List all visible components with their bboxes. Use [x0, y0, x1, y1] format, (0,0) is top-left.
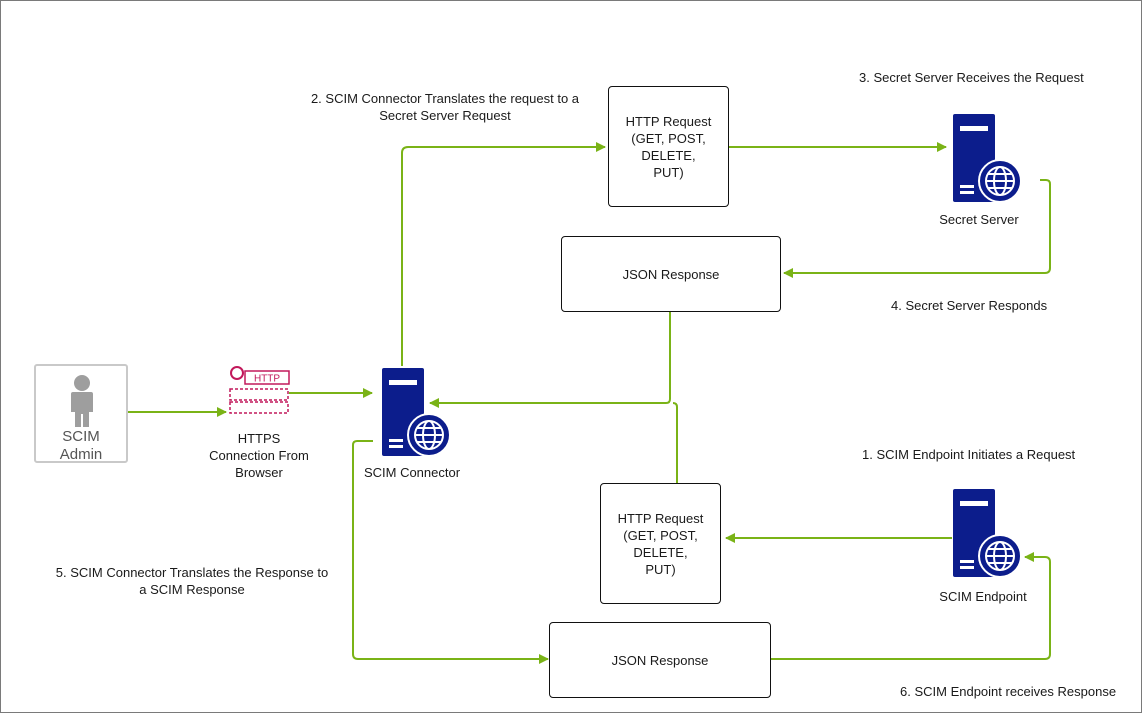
arrow-connector-to-http-request-top: [401, 142, 606, 366]
https-connection-label: HTTPS Connection From Browser: [209, 431, 309, 480]
http-request-box-top: HTTP Request (GET, POST, DELETE, PUT): [608, 86, 729, 207]
step-1-caption: 1. SCIM Endpoint Initiates a Request: [862, 447, 1076, 462]
step-3-caption: 3. Secret Server Receives the Request: [859, 70, 1084, 85]
http-request-box-bottom: HTTP Request (GET, POST, DELETE, PUT): [600, 483, 721, 604]
arrow-connector-to-json-response-bottom: [352, 440, 549, 664]
user-icon: [71, 375, 93, 427]
scim-admin-label: SCIM Admin: [59, 428, 103, 463]
step-5-caption: 5. SCIM Connector Translates the Respons…: [55, 565, 329, 597]
json-response-box-bottom: JSON Response: [549, 622, 771, 698]
json-response-top-text: JSON Response: [622, 266, 720, 282]
scim-connector-server-icon: [382, 368, 451, 457]
scim-connector-label: SCIM Connector: [363, 465, 461, 480]
json-response-bottom-text: JSON Response: [611, 652, 709, 668]
secret-server-icon: [953, 114, 1022, 203]
arrow-secret-server-to-json-response: [783, 179, 1051, 278]
http-request-top-text: HTTP Request (GET, POST, DELETE, PUT): [625, 113, 712, 180]
step-4-caption: 4. Secret Server Responds: [891, 298, 1048, 313]
arrow-http-request-bottom-to-connector: [672, 402, 678, 484]
step-2-caption: 2. SCIM Connector Translates the request…: [310, 91, 580, 123]
http-request-bottom-text: HTTP Request (GET, POST, DELETE, PUT): [617, 510, 704, 577]
http-badge-text: HTTP: [254, 374, 280, 385]
arrow-json-response-to-connector: [429, 312, 671, 408]
scim-admin-node: SCIM Admin: [34, 364, 128, 463]
https-connection-icon: HTTP: [229, 366, 290, 414]
scim-endpoint-server-icon: [953, 489, 1022, 578]
json-response-box-top: JSON Response: [561, 236, 781, 312]
scim-endpoint-label: SCIM Endpoint: [939, 589, 1027, 604]
step-6-caption: 6. SCIM Endpoint receives Response: [900, 684, 1117, 699]
arrow-json-response-to-endpoint: [771, 552, 1051, 660]
secret-server-label: Secret Server: [939, 212, 1019, 227]
